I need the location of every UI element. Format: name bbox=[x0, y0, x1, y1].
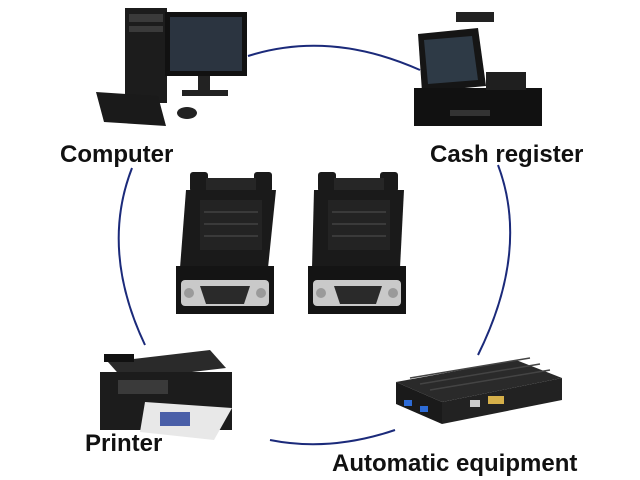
automatic-equipment-image bbox=[396, 357, 562, 424]
connection-circle bbox=[117, 44, 512, 446]
computer-label: Computer bbox=[60, 141, 174, 168]
printer-label: Printer bbox=[85, 430, 163, 457]
printer-image bbox=[100, 350, 232, 440]
cash-register-label: Cash register bbox=[430, 141, 584, 168]
db9-female-connector bbox=[308, 172, 406, 314]
automatic-equipment-label: Automatic equipment bbox=[332, 450, 578, 477]
computer-image bbox=[96, 8, 247, 126]
db9-male-connector bbox=[176, 172, 276, 314]
cash-register-image bbox=[414, 12, 542, 126]
